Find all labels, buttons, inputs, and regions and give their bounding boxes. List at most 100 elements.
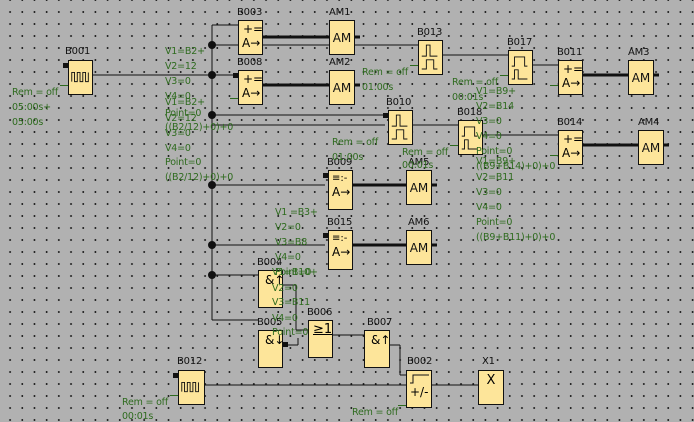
block-label-am6: AM6 xyxy=(408,217,430,228)
param-text: V3=B11 xyxy=(272,297,310,308)
block-b005[interactable]: &↓ xyxy=(258,330,285,368)
param-text: ((B9+B14)+0)+0 xyxy=(476,161,556,172)
block-b017[interactable] xyxy=(508,50,533,85)
block-b007[interactable]: &↑ xyxy=(364,330,390,368)
block-am5[interactable]: AM xyxy=(406,170,432,205)
block-b002[interactable]: +/- xyxy=(406,370,432,408)
pulse-generator-icon xyxy=(71,71,89,83)
compare-symbol: ≡:- xyxy=(332,173,348,184)
input-stub xyxy=(500,75,508,76)
param-text: V1=B10+ xyxy=(272,267,318,278)
param-text: Rem = off xyxy=(12,87,58,98)
block-am4[interactable]: AM xyxy=(638,130,664,165)
block-label-b008: B008 xyxy=(237,57,263,68)
block-label-am3: AM3 xyxy=(628,47,650,58)
block-label-b003: B003 xyxy=(237,7,263,18)
input-stub xyxy=(550,155,558,156)
off-delay-icon xyxy=(511,56,528,80)
param-text: V2=12 xyxy=(165,61,197,72)
analog-flag-symbol: AM xyxy=(332,30,352,45)
param-text: Rem = off xyxy=(362,67,408,78)
block-b012[interactable] xyxy=(178,370,205,405)
block-am3[interactable]: AM xyxy=(628,60,654,95)
block-label-b007: B007 xyxy=(367,317,393,328)
and-falling-symbol: &↓ xyxy=(265,333,285,347)
math-symbol: += xyxy=(243,22,264,36)
block-am2[interactable]: AM xyxy=(329,70,355,105)
math-output-symbol: A→ xyxy=(332,185,351,199)
input-stub xyxy=(410,65,418,66)
param-text: V1=B9+ xyxy=(476,86,516,97)
param-text: Rem = off xyxy=(402,147,448,158)
block-label-b009: B009 xyxy=(327,157,353,168)
block-b010[interactable] xyxy=(388,110,413,145)
input-pin[interactable] xyxy=(63,63,68,68)
param-text: Point=0 xyxy=(165,157,202,168)
block-b013[interactable] xyxy=(418,40,443,75)
input-pin[interactable] xyxy=(233,73,238,78)
input-stub xyxy=(550,85,558,86)
block-b004[interactable]: &↑ xyxy=(258,270,285,308)
param-text: V1=B2+ xyxy=(165,97,205,108)
math-output-symbol: A→ xyxy=(242,36,261,50)
param-text: Point=0 xyxy=(476,217,513,228)
param-text: Point=0 xyxy=(165,108,202,119)
param-text: Rem = off xyxy=(352,407,398,418)
param-text: V3=B8 xyxy=(275,237,308,248)
param-text: V4=0 xyxy=(275,252,301,263)
param-text: V4=0 xyxy=(165,143,191,154)
block-am6[interactable]: AM xyxy=(406,230,432,265)
block-b015[interactable]: ≡:- A→ xyxy=(328,230,353,270)
math-output-symbol: A→ xyxy=(562,146,581,160)
on-off-delay-icon xyxy=(391,114,408,140)
block-label-b012: B012 xyxy=(177,356,203,367)
block-b006[interactable]: ≥1 xyxy=(308,320,333,358)
param-text: Rem = off xyxy=(452,77,498,88)
block-b003[interactable]: += A→ xyxy=(238,20,263,55)
block-b009[interactable]: ≡:- A→ xyxy=(328,170,353,210)
block-label-b005: B005 xyxy=(257,317,283,328)
output-pin[interactable] xyxy=(283,342,288,347)
math-symbol: += xyxy=(563,132,584,146)
math-symbol: += xyxy=(563,62,584,76)
analog-flag-symbol: AM xyxy=(332,80,352,95)
math-output-symbol: A→ xyxy=(332,245,351,259)
block-b014[interactable]: += A→ xyxy=(558,130,583,165)
param-text: V1 =B3+ xyxy=(275,207,318,218)
block-label-b017: B017 xyxy=(507,37,533,48)
input-pin[interactable] xyxy=(323,233,328,238)
input-pin[interactable] xyxy=(173,373,178,378)
param-text: V3=0 xyxy=(476,116,502,127)
analog-flag-symbol: AM xyxy=(641,140,661,155)
block-label-b015: B015 xyxy=(327,217,353,228)
param-text: 05:00s+ xyxy=(12,102,51,113)
block-b018[interactable] xyxy=(458,120,483,155)
param-text: V2=B14 xyxy=(476,101,514,112)
block-label-am4: AM4 xyxy=(638,117,660,128)
param-text: V2=B11 xyxy=(476,172,514,183)
block-label-b011: B011 xyxy=(557,47,583,58)
param-text: 01:00s xyxy=(332,152,364,163)
counter-symbol: +/- xyxy=(410,385,429,399)
block-x1[interactable]: X xyxy=(478,370,504,405)
param-text: V1=B9+ xyxy=(476,156,516,167)
block-b011[interactable]: += A→ xyxy=(558,60,583,95)
block-am1[interactable]: AM xyxy=(329,20,355,55)
param-text: 01:00s xyxy=(362,82,394,93)
param-text: V4=0 xyxy=(165,91,191,102)
param-text: V2=0 xyxy=(272,283,298,294)
pulse-generator-icon xyxy=(181,381,199,393)
param-text: V4=0 xyxy=(476,202,502,213)
input-pin[interactable] xyxy=(323,173,328,178)
input-stub xyxy=(230,98,238,99)
and-rising-symbol: &↑ xyxy=(265,273,285,287)
block-label-b018: B018 xyxy=(457,107,483,118)
block-b001[interactable] xyxy=(68,60,93,95)
block-label-b002: B002 xyxy=(407,356,433,367)
block-label-b001: B001 xyxy=(65,46,91,57)
block-b008[interactable]: += A→ xyxy=(238,70,263,105)
input-pin[interactable] xyxy=(383,113,388,118)
compare-symbol: ≡:- xyxy=(332,233,348,244)
